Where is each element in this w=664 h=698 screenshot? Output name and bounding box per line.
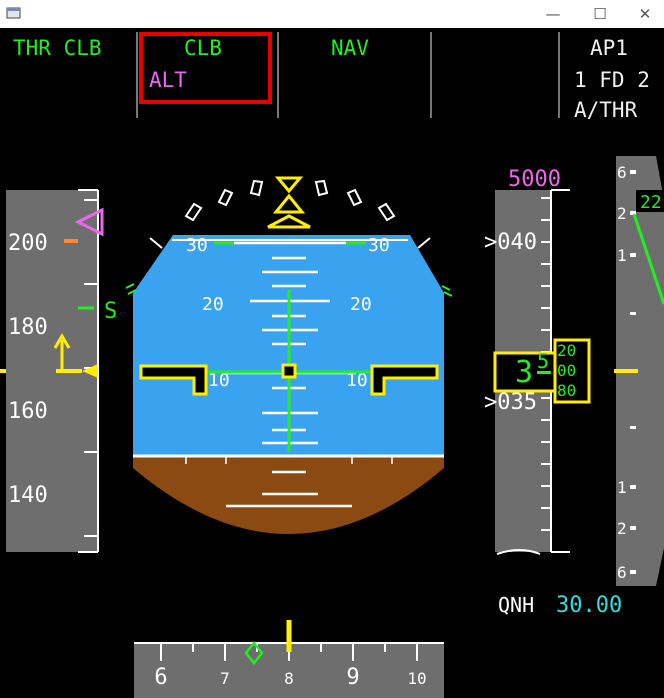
attitude-indicator: 30 30 20 20 10 10	[125, 176, 453, 534]
pitch-label: 10	[346, 370, 368, 391]
altitude-label: >040	[484, 230, 537, 255]
vsi-readout-box	[636, 190, 664, 212]
speed-marker	[64, 239, 78, 243]
pitch-label: 20	[350, 294, 372, 315]
heading-label: 9	[346, 665, 359, 690]
fma-autopilot: AP1	[590, 36, 628, 60]
baro-value: 30.00	[556, 593, 622, 618]
minimize-button[interactable]: —	[545, 5, 561, 23]
roll-scale	[149, 179, 431, 249]
aircraft-symbol-right	[370, 364, 439, 396]
roll-index	[272, 193, 306, 214]
vsi-label: 6	[617, 563, 627, 582]
pitch-label: 10	[208, 370, 230, 391]
primary-flight-display: THR CLB CLB ALT NAV AP1 1 FD 2 A/THR	[0, 28, 664, 698]
fma-separator	[430, 32, 432, 118]
vsi-label: 2	[617, 204, 627, 223]
heading-label: 10	[407, 669, 426, 688]
speed-label: 140	[8, 483, 48, 508]
track-diamond	[244, 640, 264, 666]
speed-label: 160	[8, 399, 48, 424]
speed-label: 180	[8, 315, 48, 340]
vsi-label: 1	[617, 478, 627, 497]
altitude-readout-digit: 5	[537, 349, 549, 373]
heading-label: 7	[220, 669, 230, 688]
fma-thrust-mode: THR CLB	[13, 36, 102, 60]
speed-tape: 200 180 160 140 S	[0, 189, 117, 553]
vsi-label: 6	[617, 163, 627, 182]
aircraft-symbol-left	[139, 364, 208, 396]
ground-area	[133, 456, 444, 534]
vsi-needle	[632, 213, 664, 305]
pitch-label: 20	[202, 294, 224, 315]
baro-label: QNH	[498, 593, 534, 617]
fma-lateral-mode: NAV	[331, 36, 369, 60]
fma-separator	[136, 32, 138, 118]
pitch-label: 30	[368, 235, 390, 256]
aircraft-center-symbol	[281, 363, 297, 379]
heading-label: 8	[284, 669, 294, 688]
altitude-readout-box	[493, 351, 559, 393]
vertical-speed-indicator: 6 2 1 1 2 6 22	[614, 156, 664, 586]
fma-vertical-armed: ALT	[149, 68, 187, 92]
fma-vertical-mode: CLB	[184, 36, 222, 60]
altitude-drum-value: 80	[557, 381, 576, 400]
altitude-tape: 5000 >040 >	[484, 167, 591, 555]
heading-scale: 6 7 8 9 10	[134, 620, 444, 698]
altitude-label: >035	[484, 390, 537, 415]
fma-autothrust: A/THR	[574, 98, 638, 122]
altitude-readout-main: 3	[515, 355, 533, 390]
s-speed-label: S	[104, 299, 117, 324]
vsi-label: 2	[617, 519, 627, 538]
altitude-drum-box	[553, 338, 591, 404]
vsi-readout: 22	[640, 192, 662, 213]
speed-label: 200	[8, 231, 48, 256]
speed-index-triangle	[82, 364, 98, 378]
target-altitude: 5000	[508, 167, 561, 192]
fma-separator	[277, 32, 279, 118]
heading-label: 6	[154, 665, 167, 690]
maximize-button[interactable]: ☐	[593, 5, 607, 23]
pitch-label: 30	[186, 235, 208, 256]
close-button[interactable]: ✕	[638, 5, 652, 23]
pfd-graphics: 200 180 160 140 S	[0, 156, 664, 698]
window-titlebar: — ☐ ✕	[0, 0, 664, 28]
target-speed-triangle	[74, 207, 104, 237]
altitude-drum-value: 00	[557, 361, 576, 380]
fma-flight-director: 1 FD 2	[574, 68, 650, 92]
altitude-drum-value: 20	[557, 341, 576, 360]
vsi-label: 1	[617, 246, 627, 265]
app-window-icon	[6, 7, 21, 19]
bank-pointer	[274, 176, 304, 194]
highlight-box	[139, 32, 272, 104]
fma-separator	[558, 32, 560, 118]
